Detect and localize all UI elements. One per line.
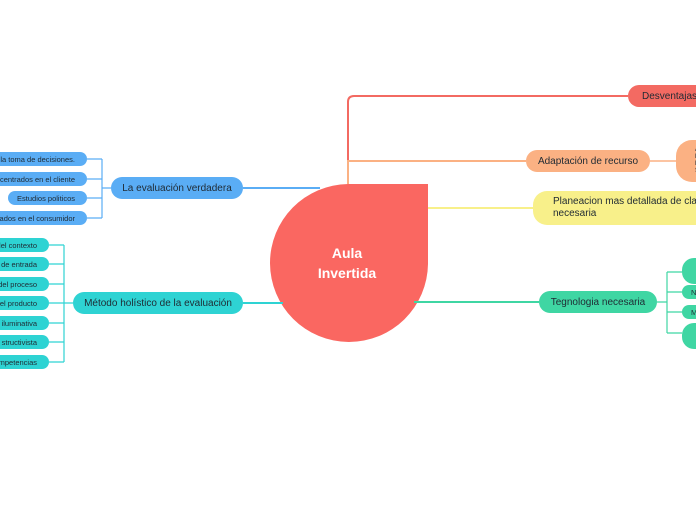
- metodo-child-2[interactable]: de entrada: [0, 257, 49, 271]
- evaluacion-child-1-label: la toma de decisiones.: [0, 154, 75, 164]
- tecnologia-child-2-label: N: [691, 287, 696, 297]
- metodo-child-7[interactable]: mpetencias: [0, 355, 49, 369]
- evaluacion-child-3-label: Estudios politicos: [17, 193, 75, 203]
- metodo-child-6-label: structivista: [1, 337, 37, 347]
- metodo-child-5[interactable]: iluminativa: [0, 316, 49, 330]
- branch-adaptacion-label: Adaptación de recurso: [537, 155, 639, 167]
- central-topic-shape: [270, 184, 428, 342]
- branch-adaptacion[interactable]: Adaptación de recurso: [526, 150, 650, 172]
- tecnologia-child-1[interactable]: [682, 258, 696, 284]
- tecnologia-child-2[interactable]: N: [682, 285, 696, 299]
- connector-metodo-children: [49, 244, 73, 363]
- metodo-child-7-label: mpetencias: [0, 357, 37, 367]
- branch-evaluacion-verdadera-label: La evaluación verdadera: [122, 182, 232, 194]
- tecnologia-child-4[interactable]: [682, 323, 696, 349]
- connector-tecnologia-children: [657, 271, 682, 334]
- evaluacion-child-2-label: centrados en el cliente: [0, 174, 75, 184]
- evaluacion-child-1[interactable]: la toma de decisiones.: [0, 152, 87, 166]
- metodo-child-5-label: iluminativa: [1, 318, 37, 328]
- tecnologia-child-3-label: M: [691, 307, 696, 317]
- branch-planeacion[interactable]: Planeacion mas detallada de clase necesa…: [533, 191, 696, 225]
- branch-metodo-holistico-label: Método holístico de la evaluación: [84, 297, 232, 309]
- metodo-child-2-label: de entrada: [1, 259, 37, 269]
- metodo-child-6[interactable]: structivista: [0, 335, 49, 349]
- metodo-child-1-label: del contexto: [0, 240, 37, 250]
- branch-metodo-holistico[interactable]: Método holístico de la evaluación: [73, 292, 243, 314]
- branch-tecnologia-label: Tegnologia necesaria: [550, 296, 646, 308]
- branch-tecnologia[interactable]: Tegnologia necesaria: [539, 291, 657, 313]
- branch-evaluacion-verdadera[interactable]: La evaluación verdadera: [111, 177, 243, 199]
- evaluacion-child-4-label: sados en el consumidor: [0, 213, 75, 223]
- connector-adaptacion: [347, 160, 526, 184]
- evaluacion-child-4[interactable]: sados en el consumidor: [0, 211, 87, 225]
- branch-desventajas-label: Desventajas: [642, 90, 696, 102]
- metodo-child-3-label: del proceso: [0, 279, 37, 289]
- evaluacion-child-2[interactable]: centrados en el cliente: [0, 172, 87, 186]
- metodo-child-4[interactable]: el producto: [0, 296, 49, 310]
- connector-evaluacion-children: [87, 158, 111, 219]
- adaptacion-child-node[interactable]: A E E S: [676, 140, 696, 182]
- branch-desventajas[interactable]: Desventajas: [628, 85, 696, 107]
- metodo-child-3[interactable]: del proceso: [0, 277, 49, 291]
- metodo-child-1[interactable]: del contexto: [0, 238, 49, 252]
- metodo-child-4-label: el producto: [0, 298, 37, 308]
- branch-planeacion-label: Planeacion mas detallada de clase necesa…: [553, 196, 696, 219]
- evaluacion-child-3[interactable]: Estudios politicos: [8, 191, 87, 205]
- central-topic-title[interactable]: Aula Invertida: [317, 245, 377, 281]
- connector-desventajas: [347, 95, 628, 184]
- tecnologia-child-3[interactable]: M: [682, 305, 696, 319]
